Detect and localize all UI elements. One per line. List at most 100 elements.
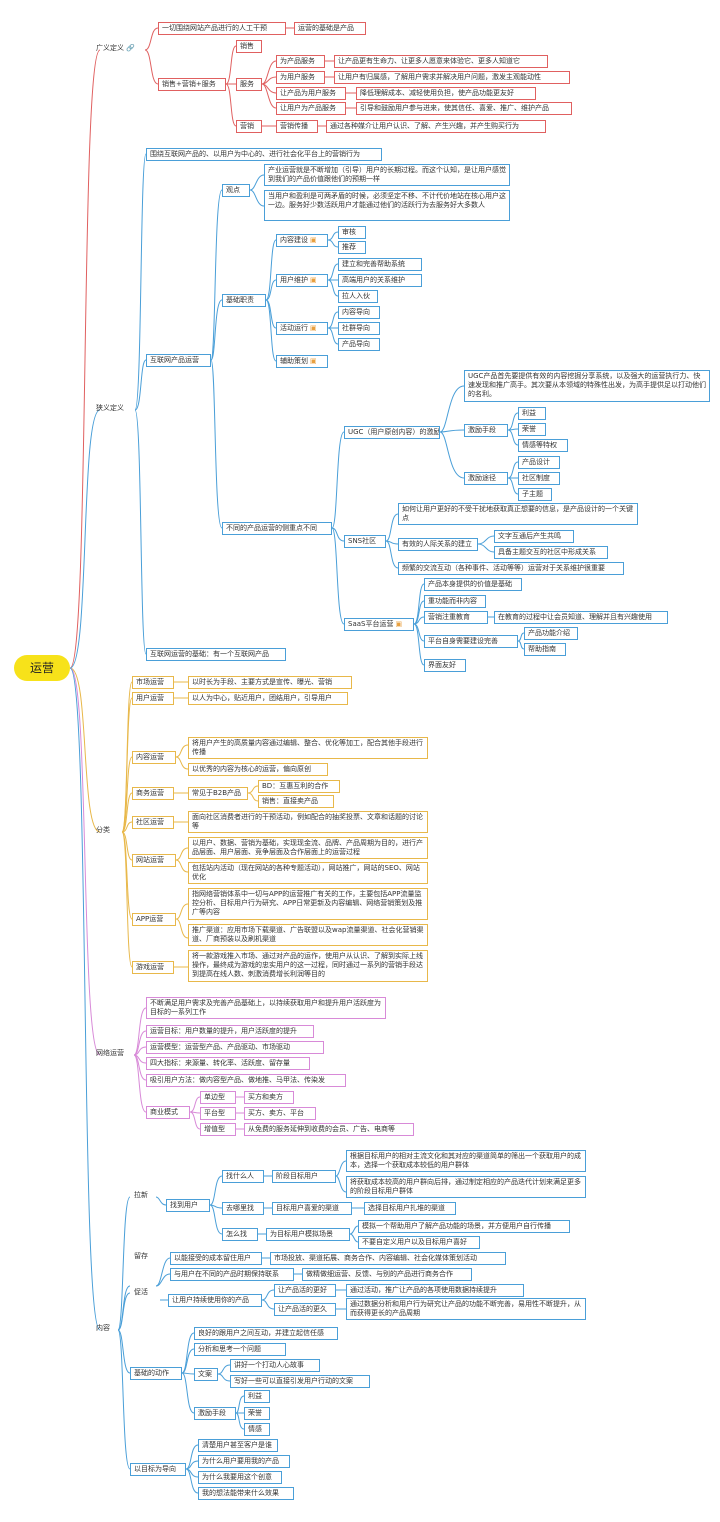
promote-keep-using[interactable]: 让用户持续使用你的产品 xyxy=(168,1294,262,1307)
find-how[interactable]: 怎么找 xyxy=(222,1228,258,1241)
cat-app-ops-desc-2[interactable]: 推广渠道：应用市场下载渠道、广告联盟以及wap流量渠道、社会化营销渠道、厂商预装… xyxy=(188,924,428,946)
netops-definition[interactable]: 不断满足用户需求及完善产品基础上，以持续获取用户和提升用户活跃度为目标的一系列工… xyxy=(146,997,386,1019)
biz-value-added[interactable]: 增值型 xyxy=(200,1123,236,1136)
cat-content-ops-desc-2[interactable]: 以优秀的内容为核心的运营，偏向原创 xyxy=(188,763,328,776)
copy-story[interactable]: 讲好一个打动人心故事 xyxy=(230,1359,320,1372)
retain-contact[interactable]: 与用户在不同的产品时期保持联系 xyxy=(170,1268,294,1281)
goal-oriented[interactable]: 以目标为导向 xyxy=(130,1463,186,1476)
cat-web-ops-desc-1[interactable]: 以用户、数据、营销为基础，实现现金流、品牌、产品周期为目的，进行产品层面、用户层… xyxy=(188,837,428,859)
cat-user-ops[interactable]: 用户运营 xyxy=(132,692,174,705)
netops-metrics[interactable]: 四大指标：来源量、转化率、活跃度、留存量 xyxy=(146,1057,310,1070)
basic-trust[interactable]: 良好的跟用户之间互动，并建立起信任感 xyxy=(194,1327,338,1340)
sns-relationship[interactable]: 有效的人际关系的建立 xyxy=(398,538,478,551)
svc-user-for-product-desc[interactable]: 引导和鼓励用户参与进来，使其信任、喜爱、推广、维护产品 xyxy=(356,102,572,115)
inc-benefit[interactable]: 利益 xyxy=(518,407,546,420)
cat-app-ops[interactable]: APP运营 xyxy=(132,913,176,926)
retain-cost-desc[interactable]: 市场投放、渠道拓展、商务合作、内容编辑、社会化媒体策划活动 xyxy=(270,1252,506,1265)
cat-biz-sales[interactable]: 销售：直接卖产品 xyxy=(258,795,334,808)
biz-value-added-desc[interactable]: 从免费的服务延伸到收费的会员、广告、电商等 xyxy=(244,1123,414,1136)
branch-category[interactable]: 分类 xyxy=(96,826,110,834)
sns-resonance[interactable]: 文字互通后产生共鸣 xyxy=(494,530,574,543)
narrow-summary[interactable]: 围绕互联网产品的、以用户为中心的、进行社会化平台上的营销行为 xyxy=(146,148,382,161)
basic-duties[interactable]: 基础职责 xyxy=(222,294,266,307)
biz-platform-desc[interactable]: 买方、卖方、平台 xyxy=(244,1107,316,1120)
marketing-spread-desc[interactable]: 通过各种媒介让用户认识、了解、产生兴趣，并产生购买行为 xyxy=(326,120,546,133)
find-how-detail-2[interactable]: 不要自定义用户以及目标用户喜好 xyxy=(358,1236,480,1249)
netops-model[interactable]: 运营模型：运营型产品、产品驱动、市场驱动 xyxy=(146,1041,324,1054)
goal-why-idea[interactable]: 为什么我要用这个创意 xyxy=(198,1471,282,1484)
promote-live-longer[interactable]: 让产品活的更久 xyxy=(274,1303,336,1316)
broad-intervention[interactable]: 一切围绕网站产品进行的人工干预 xyxy=(158,22,286,35)
find-where[interactable]: 去哪里找 xyxy=(222,1202,264,1215)
marketing-spread[interactable]: 营销传播 xyxy=(276,120,318,133)
assist-plan[interactable]: 辅助策划▣ xyxy=(276,355,328,368)
saas-ui-friendly[interactable]: 界面友好 xyxy=(424,659,466,672)
promote-live-better[interactable]: 让产品活的更好 xyxy=(274,1284,336,1297)
view-node[interactable]: 观点 xyxy=(222,184,250,197)
find-users[interactable]: 找到用户 xyxy=(166,1199,210,1212)
goal-effect[interactable]: 我的想法能带来什么效果 xyxy=(198,1487,294,1500)
mot-emotion[interactable]: 情感 xyxy=(244,1423,270,1436)
sns-point-1[interactable]: 如何让用户更好的不受干扰地获取真正想要的信息，是产品设计的一个关键点 xyxy=(398,503,638,525)
cat-app-ops-desc-1[interactable]: 指网络营销体系中一切与APP的运营推广有关的工作，主要包括APP流量监控分析、目… xyxy=(188,888,428,920)
cat-biz-bd[interactable]: BD：互惠互利的合作 xyxy=(258,780,340,793)
cat-biz-ops[interactable]: 商务运营 xyxy=(132,787,174,800)
basic-actions[interactable]: 基础的动作 xyxy=(130,1367,182,1380)
find-who[interactable]: 找什么人 xyxy=(222,1170,264,1183)
saas-feature-intro[interactable]: 产品功能介绍 xyxy=(524,627,578,640)
cat-content-ops[interactable]: 内容运营 xyxy=(132,751,176,764)
svc-user-for-product[interactable]: 让用户为产品服务 xyxy=(276,102,346,115)
biz-single-side-desc[interactable]: 买方和卖方 xyxy=(244,1091,294,1104)
branch-narrow-definition[interactable]: 狭义定义 xyxy=(96,404,124,412)
biz-platform[interactable]: 平台型 xyxy=(200,1107,236,1120)
svc-for-user[interactable]: 为用户服务 xyxy=(276,71,325,84)
basic-copy[interactable]: 文案 xyxy=(194,1368,218,1381)
saas-value[interactable]: 产品本身提供的价值是基础 xyxy=(424,578,522,591)
find-who-stage[interactable]: 阶段目标用户 xyxy=(272,1170,336,1183)
broad-intervention-note[interactable]: 运营的基础是产品 xyxy=(294,22,366,35)
cat-web-ops-desc-2[interactable]: 包括站内活动（现在网站的各种专题活动），网站推广，网站的SEO、网站优化 xyxy=(188,862,428,884)
um-help-system[interactable]: 建立和完善帮助系统 xyxy=(338,258,422,271)
mot-honor[interactable]: 荣誉 xyxy=(244,1407,270,1420)
cat-market-ops-desc[interactable]: 以时长为手段、主要方式是宣传、曝光、营销 xyxy=(188,676,352,689)
act-product[interactable]: 产品导向 xyxy=(338,338,380,351)
basic-motivate[interactable]: 激励手段 xyxy=(194,1407,236,1420)
act-community[interactable]: 社群导向 xyxy=(338,322,380,335)
find-who-detail-1[interactable]: 根据目标用户的相对主流文化和其对应的渠道简单的筛出一个获取用户的成本，选择一个获… xyxy=(346,1150,586,1172)
um-invite[interactable]: 拉人入伙 xyxy=(338,290,378,303)
broad-service[interactable]: 服务 xyxy=(236,78,262,91)
cat-web-ops[interactable]: 网站运营 xyxy=(132,854,176,867)
mot-benefit[interactable]: 利益 xyxy=(244,1390,270,1403)
cat-content-ops-desc-1[interactable]: 将用户产生的高质量内容通过编辑、整合、优化等加工，配合其他手段进行传播 xyxy=(188,737,428,759)
saas-help-guide[interactable]: 帮助指南 xyxy=(524,643,566,656)
saas-education[interactable]: 营销注重教育 xyxy=(424,611,488,624)
svc-for-product[interactable]: 为产品服务 xyxy=(276,55,325,68)
branch-network-ops[interactable]: 网络运营 xyxy=(96,1049,124,1057)
broad-formula[interactable]: 销售+营销+服务 xyxy=(158,78,226,91)
biz-single-side[interactable]: 单边型 xyxy=(200,1091,236,1104)
recommend[interactable]: 推荐 xyxy=(338,241,366,254)
broad-marketing[interactable]: 营销 xyxy=(236,120,262,133)
cat-game-ops[interactable]: 游戏运营 xyxy=(132,961,174,974)
activity-run[interactable]: 活动运行▣ xyxy=(276,322,328,335)
saas-education-desc[interactable]: 在教育的过程中让会员知道、理解并且有兴趣使用 xyxy=(494,611,668,624)
branch-content[interactable]: 内容 xyxy=(96,1324,110,1332)
content-build[interactable]: 内容建设▣ xyxy=(276,234,328,247)
diff-focus[interactable]: 不同的产品运营的侧重点不同 xyxy=(222,522,332,535)
inc-honor[interactable]: 荣誉 xyxy=(518,423,546,436)
content-promote[interactable]: 促活 xyxy=(134,1288,148,1296)
broad-sales[interactable]: 销售 xyxy=(236,40,262,53)
branch-broad-definition[interactable]: 广义定义🔗 xyxy=(94,44,137,53)
svc-for-user-desc[interactable]: 让用户有归属感，了解用户需求并解决用户问题，激发主观能动性 xyxy=(334,71,570,84)
cat-game-ops-desc[interactable]: 将一款游戏推入市场、通过对产品的运作，使用户从认识、了解到实际上线操作，最终成为… xyxy=(188,950,428,982)
ugc-description[interactable]: UGC产品首先要提供有效的内容挖掘分享系统，以及强大的运营执行力、快速发现和推广… xyxy=(464,370,710,402)
ugc-incentive[interactable]: UGC（用户原创内容）的激励 xyxy=(344,426,440,439)
content-acquire[interactable]: 拉新 xyxy=(134,1191,148,1199)
sns-point-3[interactable]: 频繁的交流互动（各种事件、活动等等）运营对于关系维护很重要 xyxy=(398,562,624,575)
svc-for-product-desc[interactable]: 让产品更有生命力、让更多人愿意来体验它、更多人知道它 xyxy=(334,55,548,68)
act-content[interactable]: 内容导向 xyxy=(338,306,380,319)
netops-biz-model[interactable]: 商业模式 xyxy=(146,1106,190,1119)
find-where-detail[interactable]: 选择目标用户扎堆的渠道 xyxy=(364,1202,456,1215)
find-how-detail-1[interactable]: 模拟一个帮助用户了解产品功能的场景，并方便用户自行传播 xyxy=(358,1220,570,1233)
incent-path[interactable]: 激励途径 xyxy=(464,472,508,485)
